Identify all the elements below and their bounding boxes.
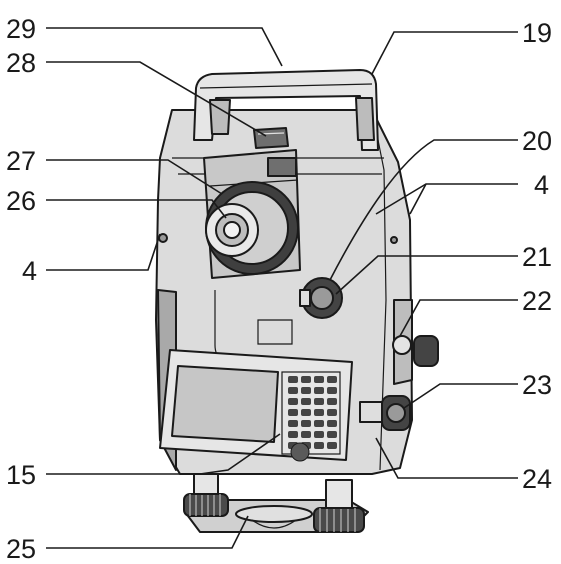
label-23: 23 — [522, 370, 552, 400]
leader-lines — [46, 27, 518, 549]
keypad-key — [288, 376, 298, 383]
leader-23 — [403, 383, 518, 409]
leveling-screw-left — [183, 469, 229, 517]
leader-4-right-b — [409, 183, 427, 215]
callout-labels: 29 28 27 26 4 15 25 19 20 4 21 22 23 24 — [6, 14, 552, 564]
horizontal-tangent-screw — [359, 395, 411, 431]
label-20: 20 — [522, 126, 552, 156]
keypad-key — [314, 431, 324, 438]
label-24: 24 — [522, 464, 552, 494]
keypad-key — [288, 420, 298, 427]
leader-21 — [335, 255, 518, 295]
optical-sight — [253, 127, 289, 149]
leader-20 — [329, 139, 518, 281]
keypad-key — [301, 387, 311, 394]
label-27: 27 — [6, 146, 36, 176]
label-25: 25 — [6, 534, 36, 564]
leader-24 — [375, 437, 518, 479]
label-4-right: 4 — [534, 170, 549, 200]
leader-4-left — [46, 233, 161, 271]
cursor-key — [290, 442, 310, 462]
keypad-key — [288, 431, 298, 438]
keypad-key — [288, 398, 298, 405]
label-15: 15 — [6, 460, 36, 490]
keypad-key — [327, 442, 337, 449]
keypad-key — [288, 387, 298, 394]
keypad-key — [327, 409, 337, 416]
leader-15 — [46, 433, 281, 475]
keypad-key — [288, 409, 298, 416]
keypad-key — [314, 398, 324, 405]
side-knob-22 — [413, 335, 439, 367]
keyboard-keys — [288, 376, 337, 462]
leader-29 — [46, 27, 283, 67]
keypad-key — [327, 431, 337, 438]
label-4-left: 4 — [22, 256, 37, 286]
leader-26 — [46, 199, 227, 219]
keypad-key — [314, 409, 324, 416]
leader-22 — [399, 299, 518, 337]
leader-25 — [46, 515, 249, 549]
keypad-key — [301, 420, 311, 427]
label-21: 21 — [522, 242, 552, 272]
leader-19 — [371, 31, 518, 75]
keypad-key — [327, 398, 337, 405]
label-28: 28 — [6, 48, 36, 78]
label-22: 22 — [522, 286, 552, 316]
keypad-key — [314, 442, 324, 449]
keypad-key — [314, 387, 324, 394]
leader-27 — [46, 159, 223, 195]
vertical-tangent-screw — [299, 277, 343, 319]
leader-28 — [46, 61, 267, 137]
carrying-handle — [193, 69, 379, 151]
label-26: 26 — [6, 186, 36, 216]
keypad-key — [327, 420, 337, 427]
eyepiece — [205, 203, 259, 257]
keypad-key — [327, 376, 337, 383]
label-29: 29 — [6, 14, 36, 44]
keypad-key — [301, 398, 311, 405]
leveling-screw-right — [313, 479, 365, 533]
keypad-key — [301, 409, 311, 416]
keypad-key — [327, 387, 337, 394]
keypad-key — [314, 420, 324, 427]
keypad-key — [301, 431, 311, 438]
keypad-key — [301, 376, 311, 383]
label-19: 19 — [522, 18, 552, 48]
keypad-key — [314, 376, 324, 383]
